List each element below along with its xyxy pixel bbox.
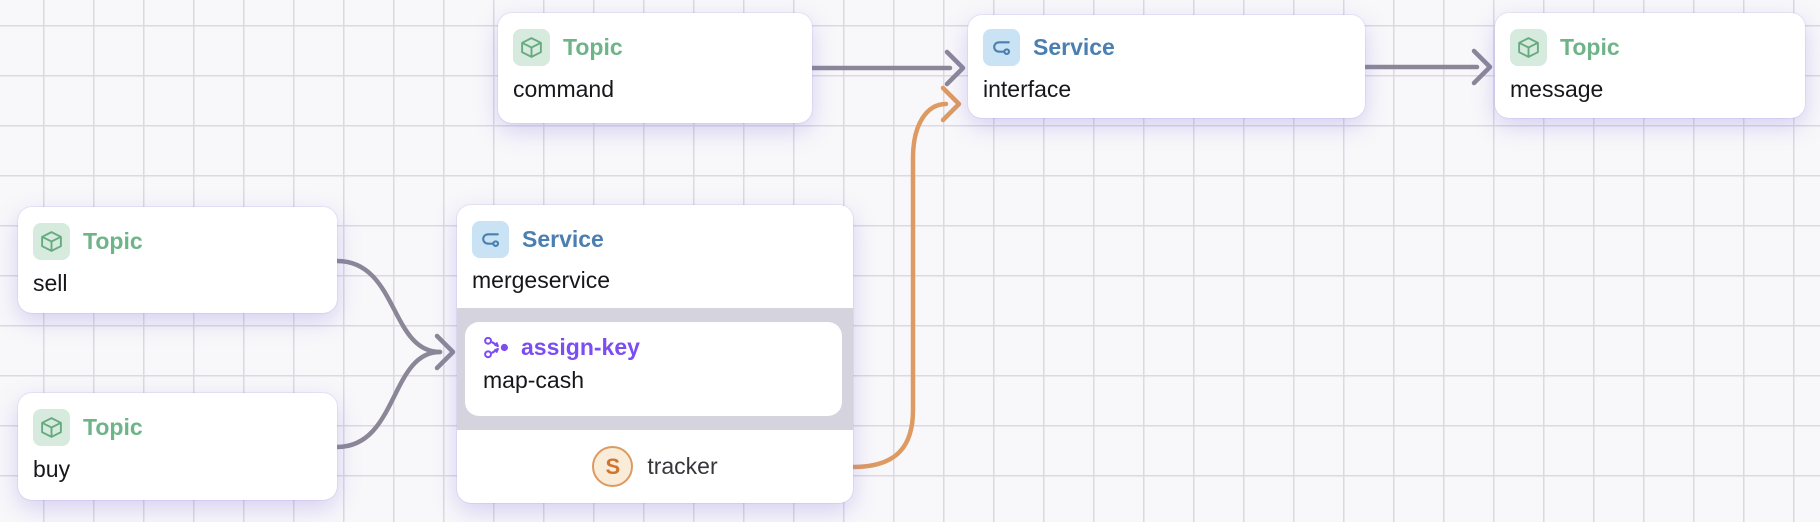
node-name: message (1510, 76, 1604, 102)
topic-cube-icon (33, 223, 70, 260)
edge-command-to-interface[interactable] (809, 49, 966, 87)
node-type-label: Service (522, 226, 604, 252)
node-topic-message[interactable]: Topic message (1495, 13, 1805, 118)
node-header: Topic (18, 207, 337, 260)
processor-section: assign-key map-cash (457, 308, 853, 430)
processor-assign-key[interactable]: assign-key map-cash (465, 322, 842, 416)
edge-sell-to-mergeservice[interactable] (334, 258, 443, 355)
edge-buy-to-mergeservice[interactable] (334, 333, 456, 450)
arrowhead (944, 49, 966, 87)
assign-key-merge-icon (483, 334, 510, 361)
node-type-label: Topic (1560, 34, 1620, 60)
node-name: mergeservice (472, 267, 611, 293)
processor-type-label: assign-key (521, 334, 640, 360)
node-header: Service (457, 205, 853, 258)
node-name: sell (33, 270, 68, 296)
topic-cube-icon (33, 409, 70, 446)
consumer-row-tracker[interactable]: S tracker (457, 430, 853, 503)
processor-header: assign-key (483, 334, 826, 361)
arrowhead (434, 333, 456, 371)
node-header: Topic (18, 393, 337, 446)
node-topic-command[interactable]: Topic command (498, 13, 812, 123)
arrowhead (1471, 48, 1493, 86)
node-type-label: Topic (83, 414, 143, 440)
node-header: Topic (1495, 13, 1805, 66)
node-topic-sell[interactable]: Topic sell (18, 207, 337, 313)
node-header: Topic (498, 13, 812, 66)
node-topic-buy[interactable]: Topic buy (18, 393, 337, 500)
service-route-icon (472, 221, 509, 258)
node-type-label: Topic (83, 228, 143, 254)
node-service-interface[interactable]: Service interface (968, 15, 1365, 118)
consumer-name: tracker (647, 453, 718, 479)
node-name: command (513, 76, 614, 102)
node-type-label: Service (1033, 34, 1115, 60)
edge-interface-to-message[interactable] (1362, 48, 1493, 86)
consumer-badge-icon: S (592, 446, 634, 487)
node-name: interface (983, 76, 1072, 102)
arrowhead (940, 85, 962, 123)
topic-cube-icon (1510, 29, 1547, 66)
topic-cube-icon (513, 29, 550, 66)
service-route-icon (983, 29, 1020, 66)
edge-tracker-to-interface[interactable] (850, 85, 962, 470)
node-header-section: Service mergeservice (457, 205, 853, 308)
node-type-label: Topic (563, 34, 623, 60)
node-service-mergeservice[interactable]: Service mergeservice (457, 205, 853, 503)
node-name: buy (33, 456, 71, 482)
processor-name: map-cash (483, 367, 584, 393)
node-header: Service (968, 15, 1365, 66)
